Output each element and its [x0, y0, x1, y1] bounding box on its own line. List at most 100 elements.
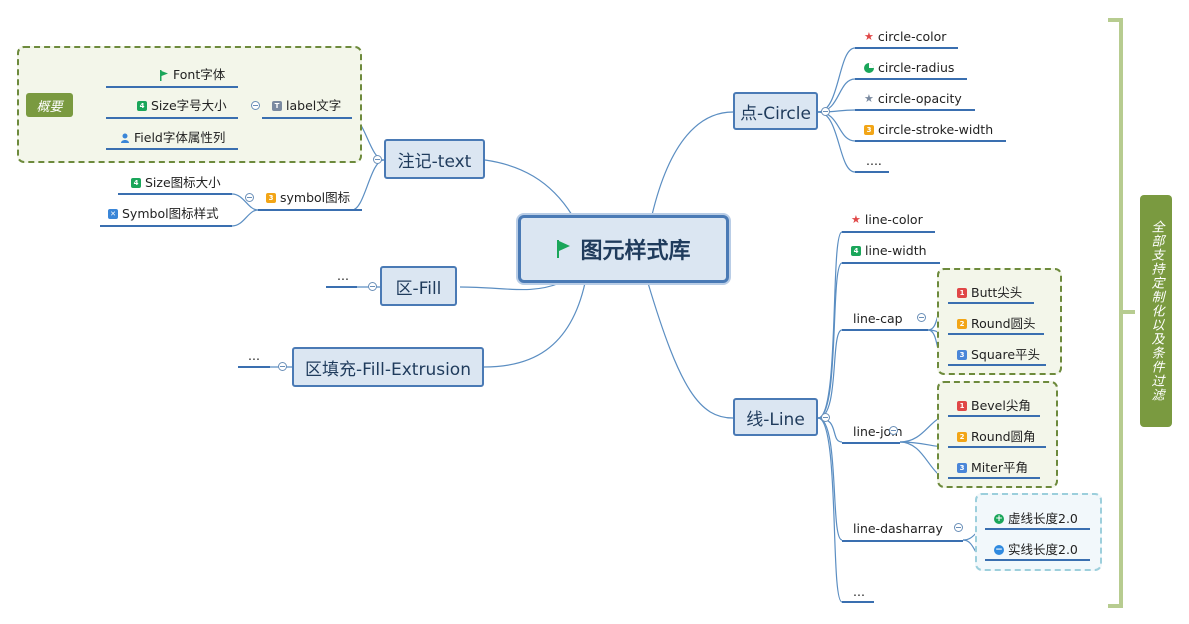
line-item-color[interactable]: ★ line-color: [851, 212, 923, 228]
label-item-font[interactable]: Font字体: [160, 67, 225, 83]
line-cap-item-square[interactable]: 3 Square平头: [957, 347, 1040, 363]
fill-branch-title: 区-Fill: [395, 278, 442, 299]
line-item-width-text: line-width: [865, 243, 927, 258]
line-join-collapse-toggle[interactable]: [889, 426, 898, 435]
circle-item-stroke-width[interactable]: 3 circle-stroke-width: [864, 122, 993, 138]
line-join-item-underline: [948, 446, 1046, 448]
side-summary-tag[interactable]: 全部支持定制化以及条件过滤: [1140, 195, 1172, 427]
line-cap-item-square-text: Square平头: [971, 347, 1041, 362]
extrusion-child[interactable]: ...: [248, 348, 260, 364]
fill-child[interactable]: ...: [337, 268, 349, 284]
number-badge-icon: 3: [957, 463, 967, 473]
circle-item-underline: [855, 140, 1006, 142]
line-cap-node[interactable]: line-cap: [853, 311, 903, 327]
symbol-group-collapse-toggle[interactable]: [245, 193, 254, 202]
extrusion-branch-collapse-toggle[interactable]: [278, 362, 287, 371]
line-dash-item-solid-text: 实线长度2.0: [1008, 542, 1078, 557]
flag-icon: [557, 240, 571, 258]
line-join-item-bevel-text: Bevel尖角: [971, 398, 1031, 413]
text-branch-collapse-toggle[interactable]: [373, 155, 382, 164]
fill-child-text: ...: [337, 268, 349, 283]
label-summary-tag[interactable]: 概要: [26, 93, 73, 117]
label-item-size[interactable]: 4 Size字号大小: [137, 98, 227, 114]
number-badge-icon: 4: [851, 246, 861, 256]
number-badge-icon: 4: [131, 178, 141, 188]
extrusion-child-underline: [238, 366, 270, 368]
symbol-icon: ✕: [108, 209, 118, 219]
circle-branch-collapse-toggle[interactable]: [821, 107, 830, 116]
plus-icon: +: [994, 514, 1004, 524]
line-item-more[interactable]: ...: [853, 584, 865, 600]
line-item-underline: [842, 231, 935, 233]
line-join-underline: [842, 442, 900, 444]
number-badge-icon: 2: [957, 319, 967, 329]
line-item-color-text: line-color: [864, 212, 923, 227]
line-item-width[interactable]: 4 line-width: [851, 243, 927, 259]
extrusion-branch-node[interactable]: 区填充-Fill-Extrusion: [292, 347, 484, 387]
circle-branch-title: 点-Circle: [740, 103, 811, 124]
circle-item-color[interactable]: ★ circle-color: [864, 29, 946, 45]
label-item-field[interactable]: Field字体属性列: [120, 130, 225, 146]
line-dasharray-node[interactable]: line-dasharray: [853, 521, 943, 537]
number-badge-icon: 4: [137, 101, 147, 111]
circle-item-radius[interactable]: circle-radius: [864, 60, 954, 76]
symbol-item-size[interactable]: 4 Size图标大小: [131, 175, 221, 191]
line-item-more-text: ...: [853, 584, 865, 599]
label-summary-boundary: [17, 46, 362, 163]
line-dash-item-dash[interactable]: + 虚线长度2.0: [994, 511, 1078, 527]
symbol-item-underline: [100, 225, 232, 227]
star-icon: ★: [864, 30, 874, 43]
line-branch-node[interactable]: 线-Line: [733, 398, 818, 436]
line-join-item-miter[interactable]: 3 Miter平角: [957, 460, 1028, 476]
number-badge-icon: 1: [957, 401, 967, 411]
star-icon: ★: [851, 213, 861, 226]
line-join-item-round-text: Round圆角: [971, 429, 1036, 444]
extrusion-child-text: ...: [248, 348, 260, 363]
line-branch-title: 线-Line: [746, 409, 805, 430]
person-icon: [121, 133, 129, 143]
label-item-size-text: Size字号大小: [151, 98, 227, 113]
line-cap-item-round[interactable]: 2 Round圆头: [957, 316, 1036, 332]
circle-item-opacity[interactable]: ★ circle-opacity: [864, 91, 962, 107]
number-badge-icon: 2: [957, 432, 967, 442]
symbol-group-underline: [258, 209, 362, 211]
label-group-title: label文字: [286, 98, 342, 113]
label-summary-text: 概要: [36, 99, 63, 115]
line-cap-item-underline: [948, 364, 1046, 366]
extrusion-branch-title: 区填充-Fill-Extrusion: [305, 359, 471, 380]
line-branch-collapse-toggle[interactable]: [821, 413, 830, 422]
line-item-underline: [842, 262, 940, 264]
circle-item-stroke-width-text: circle-stroke-width: [878, 122, 994, 137]
star-icon: ★: [864, 92, 874, 105]
number-badge-icon: 3: [864, 125, 874, 135]
symbol-item-underline: [118, 193, 232, 195]
symbol-item-style[interactable]: ✕ Symbol图标样式: [108, 206, 219, 222]
label-group-collapse-toggle[interactable]: [251, 101, 260, 110]
line-cap-title: line-cap: [853, 311, 903, 326]
line-dash-item-solid[interactable]: − 实线长度2.0: [994, 542, 1078, 558]
flag-icon: [160, 69, 168, 81]
root-title: 图元样式库: [580, 239, 691, 264]
line-join-item-underline: [948, 477, 1040, 479]
fill-branch-collapse-toggle[interactable]: [368, 282, 377, 291]
circle-branch-node[interactable]: 点-Circle: [733, 92, 818, 130]
line-join-item-round[interactable]: 2 Round圆角: [957, 429, 1036, 445]
line-dasharray-collapse-toggle[interactable]: [954, 523, 963, 532]
text-branch-node[interactable]: 注记-text: [384, 139, 485, 179]
pie-icon: [864, 63, 874, 73]
line-join-item-bevel[interactable]: 1 Bevel尖角: [957, 398, 1031, 414]
label-item-underline: [106, 86, 238, 88]
circle-item-more[interactable]: ....: [866, 153, 882, 169]
root-node[interactable]: 图元样式库: [518, 215, 729, 283]
symbol-group-node[interactable]: 3 symbol图标: [266, 190, 350, 206]
line-cap-collapse-toggle[interactable]: [917, 313, 926, 322]
line-join-item-underline: [948, 415, 1040, 417]
label-item-field-text: Field字体属性列: [134, 130, 226, 145]
line-item-underline: [842, 601, 874, 603]
label-group-node[interactable]: T label文字: [272, 98, 341, 114]
side-summary-text: 全部支持定制化以及条件过滤: [1148, 220, 1164, 402]
line-dasharray-title: line-dasharray: [853, 521, 943, 536]
line-cap-item-butt[interactable]: 1 Butt尖头: [957, 285, 1022, 301]
line-dasharray-boundary: [975, 493, 1102, 571]
fill-branch-node[interactable]: 区-Fill: [380, 266, 457, 306]
